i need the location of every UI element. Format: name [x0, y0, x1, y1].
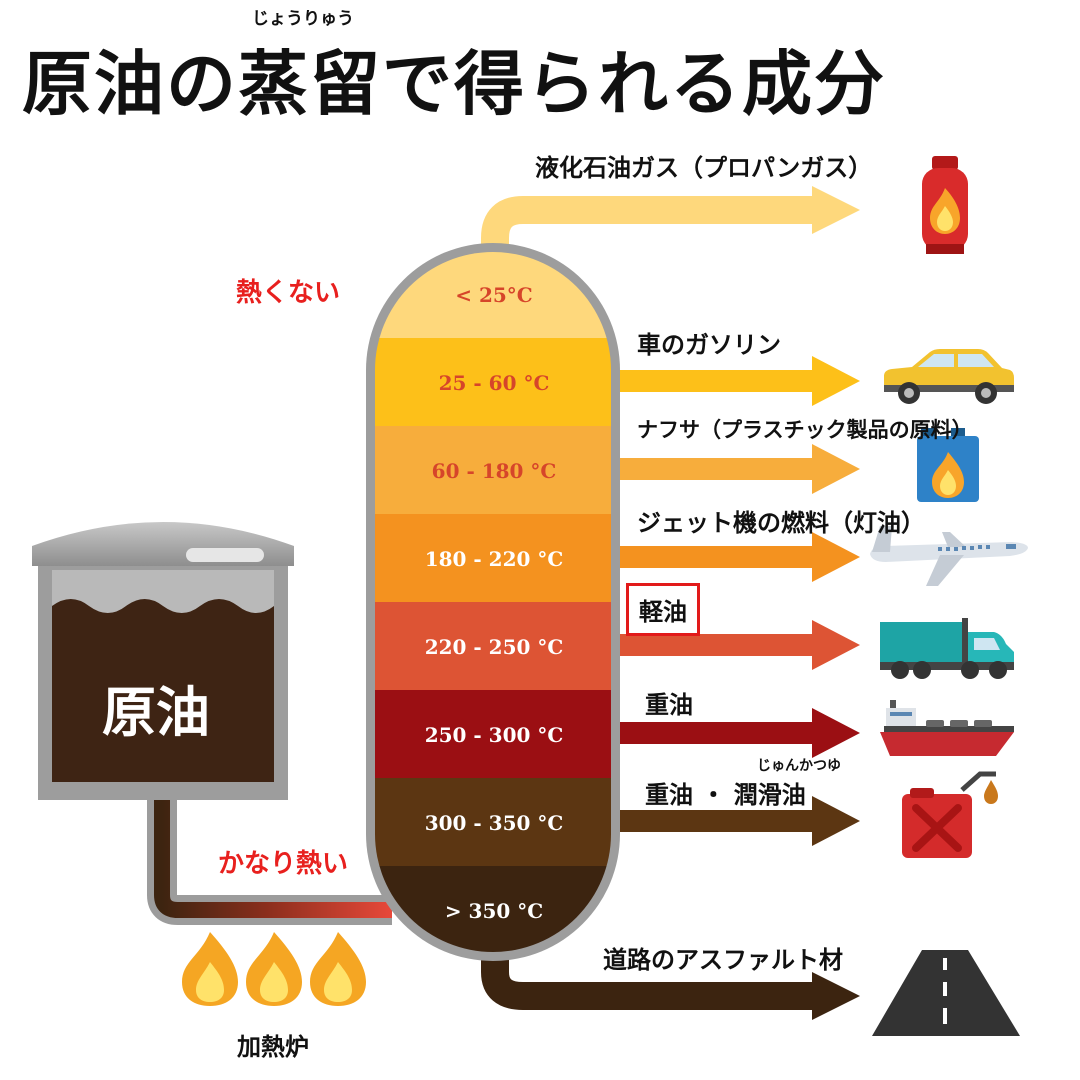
temp-label-1: < 25°C	[455, 283, 532, 307]
temp-label-2: 25 - 60 °C	[439, 371, 550, 395]
ship-icon	[880, 700, 1014, 756]
temp-label-7: 300 - 350 °C	[425, 811, 564, 835]
title-ruby: じょうりゅう	[252, 9, 354, 29]
fuel-can-icon	[917, 428, 979, 502]
feed-pipe	[147, 790, 392, 925]
distillation-column	[366, 243, 620, 961]
product-ruby-lubricant: じゅんかつゆ	[757, 758, 841, 774]
lpg-pipe	[481, 186, 860, 262]
flame-icon	[246, 932, 302, 1006]
airplane-icon	[870, 526, 1028, 586]
temp-label-3: 60 - 180 °C	[432, 459, 557, 483]
car-icon	[884, 349, 1014, 404]
temp-label-4: 180 - 220 °C	[425, 547, 564, 571]
fraction-arrows	[605, 356, 860, 846]
oil-jerrycan-icon	[902, 771, 998, 858]
product-label-naphtha: ナフサ（プラスチック製品の原料）	[637, 418, 973, 442]
temp-label-8: > 350 °C	[445, 899, 543, 923]
crude-oil-tank	[32, 522, 294, 800]
crude-oil-label: 原油	[102, 681, 210, 744]
product-label-gasoline: 車のガソリン	[637, 331, 781, 359]
asphalt-pipe	[481, 945, 860, 1020]
flame-icon	[310, 932, 366, 1006]
very-hot-label: かなり熱い	[218, 849, 349, 879]
product-label-kerosene: ジェット機の燃料（灯油）	[637, 509, 925, 537]
road-icon	[872, 950, 1020, 1036]
product-label-lubricant: 重油 ・ 潤滑油	[645, 781, 806, 809]
page-title: 原油の蒸留で得られる成分	[22, 43, 886, 125]
truck-icon	[880, 618, 1014, 679]
product-label-heavy-oil: 重油	[645, 691, 693, 719]
temp-label-5: 220 - 250 °C	[425, 635, 564, 659]
not-hot-label: 熱くない	[236, 278, 341, 308]
product-label-asphalt: 道路のアスファルト材	[603, 946, 843, 974]
gas-cylinder-icon	[922, 156, 968, 254]
product-label-diesel: 軽油	[626, 583, 700, 636]
furnace-label: 加熱炉	[237, 1033, 309, 1061]
flame-icon	[182, 932, 238, 1006]
temp-label-6: 250 - 300 °C	[425, 723, 564, 747]
product-label-lpg: 液化石油ガス（プロパンガス）	[535, 154, 873, 182]
